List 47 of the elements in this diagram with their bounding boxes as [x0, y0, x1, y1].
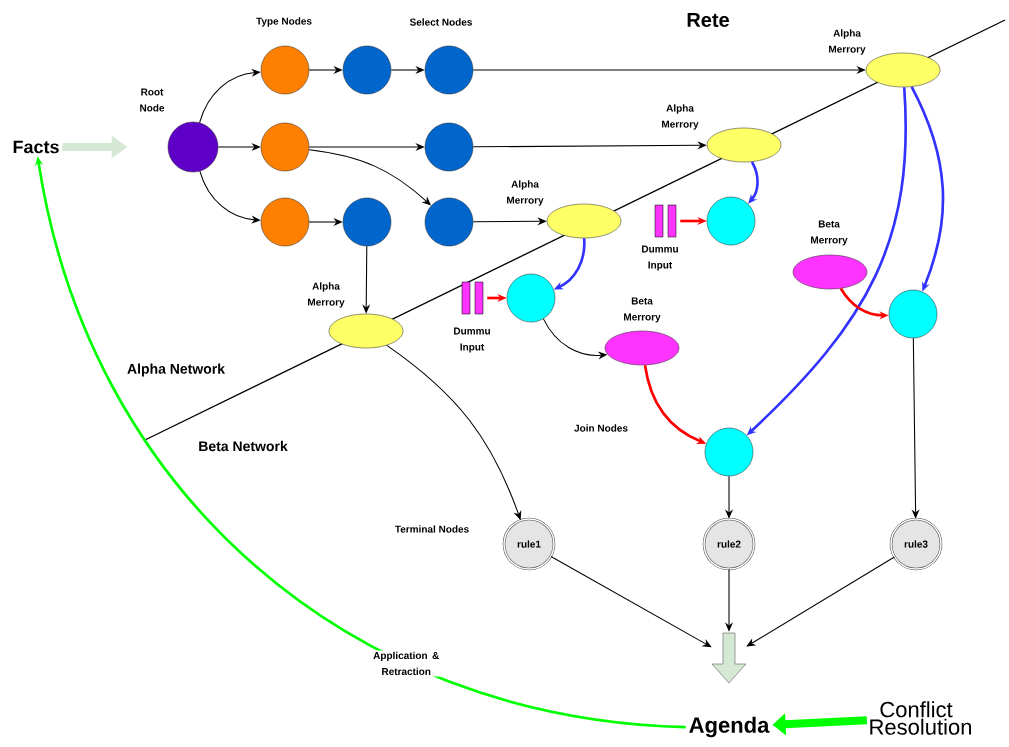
text-label: Join Nodes	[574, 424, 628, 432]
node-caption: Root Node	[140, 88, 165, 112]
node-caption: Alpha Merrory	[308, 282, 345, 308]
join-node-circle	[888, 289, 938, 339]
circle-node	[342, 197, 392, 247]
terminal-node: rule1	[502, 517, 556, 571]
alpha-memory-ellipse	[328, 313, 404, 349]
heading-text: Facts	[13, 140, 59, 154]
node-caption: Alpha Merrory	[662, 104, 699, 130]
circle-node	[260, 45, 310, 95]
terminal-node: rule3	[889, 517, 943, 571]
circle-node	[260, 122, 310, 172]
terminal-node: rule2	[702, 517, 756, 571]
circle-node	[424, 197, 474, 247]
join-node-circle	[506, 273, 556, 323]
node-caption: Dummu Input	[642, 245, 678, 271]
alpha-memory-ellipse	[865, 52, 941, 88]
root-node-circle	[167, 121, 219, 173]
text-label: Type Nodes	[256, 17, 312, 27]
circle-node	[424, 122, 474, 172]
node-caption: Alpha Merrory	[829, 29, 866, 55]
text-label: Beta Network	[199, 440, 288, 452]
block-arrow	[711, 632, 747, 684]
beta-memory-ellipse	[792, 254, 868, 290]
node-caption: Alpha Merrory	[507, 180, 544, 206]
edge-label: Application & Retraction	[373, 651, 439, 676]
conflict-resolution-text: Conflict Resolution	[870, 701, 971, 735]
node-caption: Dummu Input	[454, 327, 490, 353]
circle-node	[260, 197, 310, 247]
join-node-circle	[706, 196, 756, 246]
text-label: Alpha Network	[127, 363, 225, 377]
text-label: Select Nodes	[409, 18, 472, 26]
alpha-memory-ellipse	[546, 203, 622, 239]
arrow	[550, 555, 712, 648]
alpha-memory-ellipse	[706, 127, 782, 163]
join-node-circle	[704, 427, 754, 477]
beta-memory-ellipse	[604, 330, 680, 366]
title: Rete	[687, 13, 729, 27]
circle-node	[342, 45, 392, 95]
node-caption: Beta Merrory	[624, 297, 661, 323]
arrow	[746, 556, 895, 647]
circle-node	[424, 45, 474, 95]
agenda-text: Agenda	[689, 716, 770, 738]
dummy-input-bars	[461, 281, 484, 315]
text-label: Terminal Nodes	[394, 525, 469, 533]
node-caption: Beta Merrory	[811, 220, 848, 246]
dummy-input-bars	[654, 204, 677, 238]
